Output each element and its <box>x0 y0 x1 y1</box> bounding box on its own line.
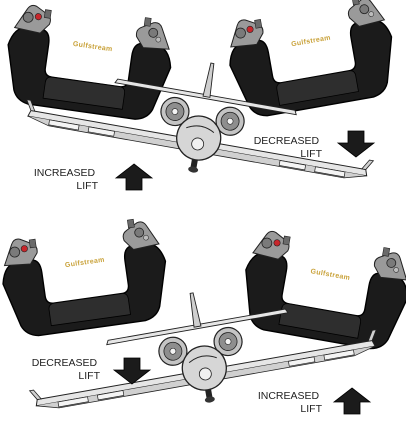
control-yoke-right-bottom: Gulfstream <box>235 223 406 355</box>
yoke-brand-label: Gulfstream <box>291 35 332 49</box>
decreased-lift-label-top: DECREASED LIFT <box>254 135 323 160</box>
top-panel: Gulfstream Gulfstream INCREASED LIFT DEC… <box>0 0 402 204</box>
arrow-down-icon <box>337 130 375 158</box>
increased-lift-label-bottom: INCREASED LIFT <box>258 390 323 415</box>
arrow-up-icon <box>115 163 153 191</box>
control-yoke-left-top: Gulfstream <box>0 0 178 124</box>
bottom-panel: Gulfstream Gulfstream DECREASED LIFT INC… <box>0 214 406 421</box>
control-yoke-left-bottom: Gulfstream <box>0 214 174 341</box>
arrow-up-icon <box>333 387 371 415</box>
arrow-down-icon <box>113 357 151 385</box>
increased-lift-label-top: INCREASED LIFT <box>34 167 99 192</box>
decreased-lift-label-bottom: DECREASED LIFT <box>32 357 101 382</box>
yoke-brand-label: Gulfstream <box>310 268 351 282</box>
yoke-brand-label: Gulfstream <box>65 257 106 269</box>
yoke-brand-label: Gulfstream <box>72 41 113 53</box>
